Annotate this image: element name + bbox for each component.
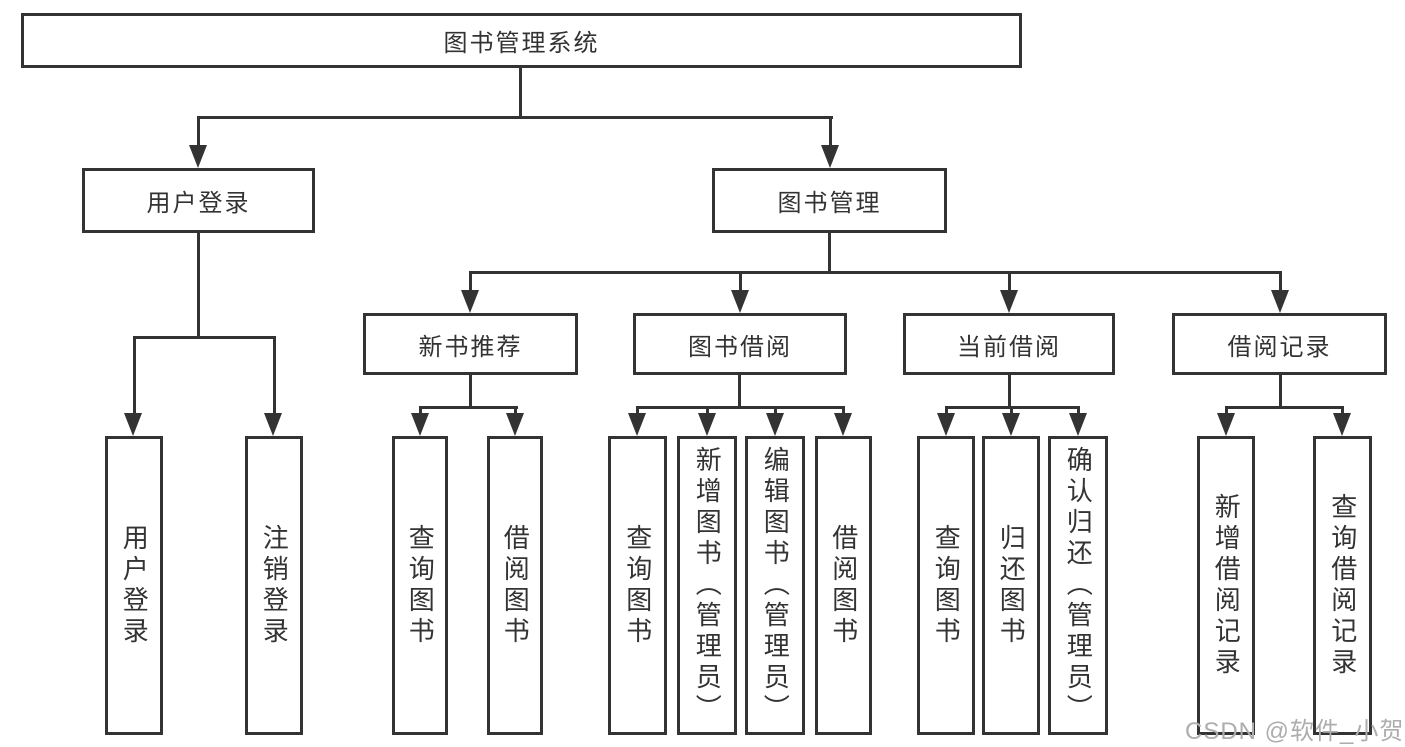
connector-to-current-borrow <box>1008 271 1011 292</box>
connector-user-login-split <box>133 336 276 339</box>
leaf-bb-edit-book: 编辑图书（管理员） <box>745 436 805 735</box>
arrow-down-icon <box>1333 413 1351 436</box>
leaf-br-query-record: 查询借阅记录 <box>1313 436 1372 735</box>
arrow-down-icon <box>821 145 839 168</box>
connector-leaf-stub <box>706 406 709 415</box>
arrow-down-icon <box>1002 413 1020 436</box>
leaf-cb-return-book: 归还图书 <box>982 436 1040 735</box>
arrow-down-icon <box>731 290 749 313</box>
leaf-bb-query-book-label: 查询图书 <box>622 523 653 648</box>
connector-to-new-book-rec <box>469 271 472 292</box>
connector-to-borrow-record <box>1279 271 1282 292</box>
leaf-cb-confirm-return-label: 确认归还（管理员） <box>1063 446 1094 725</box>
connector-book-mgmt-stem <box>828 233 831 273</box>
connector-leaf-stub <box>1225 406 1228 415</box>
arrow-down-icon <box>411 413 429 436</box>
leaf-br-add-record-label: 新增借阅记录 <box>1211 492 1242 679</box>
leaf-nbr-borrow-book: 借阅图书 <box>487 436 543 735</box>
connector-leaf-stub <box>636 406 639 415</box>
leaf-br-query-record-label: 查询借阅记录 <box>1327 492 1358 679</box>
connector-root-stem <box>519 68 522 118</box>
node-book-management: 图书管理 <box>712 168 947 233</box>
connector-to-book-mgmt <box>829 116 832 148</box>
node-book-borrow: 图书借阅 <box>633 313 847 375</box>
connector-new-book-rec-split <box>419 406 518 409</box>
connector-leaf-stub <box>1010 406 1013 415</box>
leaf-nbr-borrow-book-label: 借阅图书 <box>500 523 531 648</box>
leaf-br-add-record: 新增借阅记录 <box>1197 436 1255 735</box>
connector-to-leaf-logout <box>273 336 276 415</box>
connector-new-book-rec-stem <box>469 375 472 408</box>
arrow-down-icon <box>698 413 716 436</box>
arrow-down-icon <box>506 413 524 436</box>
leaf-bb-query-book: 查询图书 <box>608 436 667 735</box>
arrow-down-icon <box>834 413 852 436</box>
arrow-down-icon <box>1217 413 1235 436</box>
leaf-nbr-query-book-label: 查询图书 <box>405 523 436 648</box>
leaf-bb-borrow-book: 借阅图书 <box>815 436 872 735</box>
leaf-cb-confirm-return: 确认归还（管理员） <box>1048 436 1108 735</box>
connector-to-leaf-user-login <box>133 336 136 415</box>
arrow-down-icon <box>189 145 207 168</box>
leaf-cb-return-book-label: 归还图书 <box>996 523 1027 648</box>
connector-root-split <box>197 116 833 119</box>
leaf-nbr-query-book: 查询图书 <box>392 436 448 735</box>
connector-current-borrow-stem <box>1008 375 1011 408</box>
connector-leaf-stub <box>419 406 422 415</box>
arrow-down-icon <box>628 413 646 436</box>
arrow-down-icon <box>264 413 282 436</box>
connector-leaf-stub <box>774 406 777 415</box>
leaf-bb-edit-book-label: 编辑图书（管理员） <box>760 446 791 725</box>
arrow-down-icon <box>124 413 142 436</box>
arrow-down-icon <box>766 413 784 436</box>
connector-leaf-stub <box>1077 406 1080 415</box>
connector-leaf-stub <box>514 406 517 415</box>
connector-leaf-stub <box>945 406 948 415</box>
connector-user-login-stem <box>197 233 200 338</box>
connector-to-user-login <box>197 116 200 148</box>
arrow-down-icon <box>1271 290 1289 313</box>
connector-borrow-record-split <box>1225 406 1344 409</box>
leaf-bb-add-book: 新增图书（管理员） <box>677 436 737 735</box>
node-user-login: 用户登录 <box>82 168 315 233</box>
watermark: CSDN @软件_小贺同学 <box>1185 718 1405 745</box>
leaf-bb-add-book-label: 新增图书（管理员） <box>692 446 723 725</box>
leaf-logout-label: 注销登录 <box>259 523 290 648</box>
connector-leaf-stub <box>842 406 845 415</box>
leaf-cb-query-book: 查询图书 <box>917 436 975 735</box>
connector-book-mgmt-split <box>469 271 1282 274</box>
arrow-down-icon <box>461 290 479 313</box>
node-current-borrow: 当前借阅 <box>903 313 1115 375</box>
connector-borrow-record-stem <box>1279 375 1282 408</box>
leaf-bb-borrow-book-label: 借阅图书 <box>828 523 859 648</box>
connector-leaf-stub <box>1341 406 1344 415</box>
node-root: 图书管理系统 <box>21 13 1022 68</box>
leaf-cb-query-book-label: 查询图书 <box>931 523 962 648</box>
leaf-user-login-label: 用户登录 <box>119 523 150 648</box>
node-new-book-recommend: 新书推荐 <box>363 313 578 375</box>
arrow-down-icon <box>1000 290 1018 313</box>
arrow-down-icon <box>937 413 955 436</box>
arrow-down-icon <box>1069 413 1087 436</box>
leaf-logout: 注销登录 <box>245 436 303 735</box>
connector-to-book-borrow <box>739 271 742 292</box>
connector-book-borrow-stem <box>738 375 741 408</box>
connector-book-borrow-split <box>636 406 845 409</box>
leaf-user-login: 用户登录 <box>105 436 163 735</box>
node-borrow-record: 借阅记录 <box>1172 313 1387 375</box>
